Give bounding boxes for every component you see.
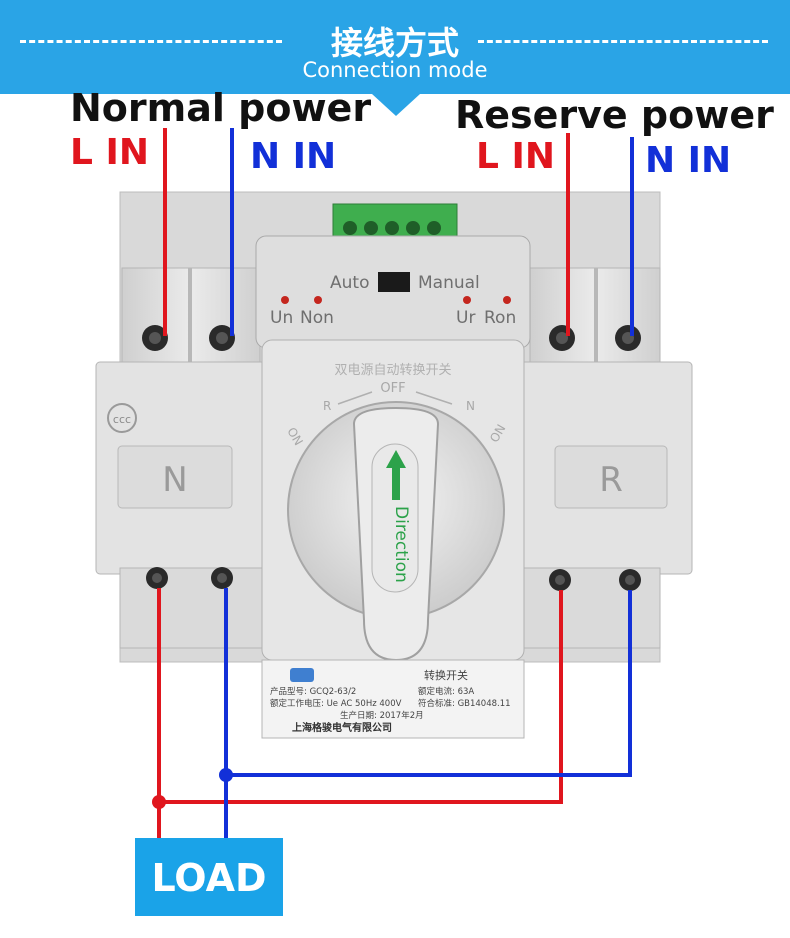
direction-arrow-icon — [386, 450, 406, 500]
screw-bottom-1 — [146, 567, 168, 589]
plate-maker: 上海格骏电气有限公司 — [292, 721, 392, 734]
arrow-left-icon — [337, 391, 373, 405]
junction-blue — [219, 768, 233, 782]
reserve-power-label: Reserve power — [455, 93, 774, 137]
plate-current: 额定电流: 63A — [418, 686, 474, 697]
r-badge-frame — [554, 445, 668, 509]
pos-r-label: R — [323, 399, 331, 413]
mode-manual-label: Manual — [418, 273, 480, 293]
led-ron — [503, 296, 511, 304]
header-banner: 接线方式 Connection mode — [0, 0, 790, 94]
pos-n-label: N — [466, 399, 475, 413]
mode-switch — [378, 272, 410, 292]
screw-top-4 — [615, 325, 641, 351]
ind-un-label: Un — [270, 308, 293, 328]
reserve-l-in-label: L IN — [476, 136, 555, 177]
pos-off-label: OFF — [380, 381, 405, 396]
output-l-reserve-wire — [159, 590, 563, 804]
plate-voltage: 额定工作电压: Ue AC 50Hz 400V — [270, 698, 402, 709]
mode-auto-label: Auto — [330, 273, 369, 293]
banner-pointer — [372, 94, 420, 116]
arrow-right-icon — [415, 391, 453, 405]
screw-bottom-2 — [211, 567, 233, 589]
banner-dash-right — [478, 40, 768, 43]
normal-l-in-label: L IN — [70, 132, 149, 173]
n-badge-frame — [117, 445, 233, 509]
junction-red — [152, 795, 166, 809]
ind-ur-label: Ur — [456, 308, 475, 328]
panel-cn-label: 双电源自动转换开关 — [334, 363, 451, 378]
led-non — [314, 296, 322, 304]
ind-non-label: Non — [300, 308, 334, 328]
output-n-reserve-wire — [226, 590, 632, 777]
header-title-cn: 接线方式 — [330, 24, 459, 62]
plate-date: 生产日期: 2017年2月 — [340, 710, 424, 721]
normal-power-label: Normal power — [70, 86, 372, 130]
badge-n-label: N — [162, 460, 187, 500]
load-box: LOAD — [135, 838, 283, 916]
badge-r-label: R — [599, 460, 623, 500]
load-label: LOAD — [151, 856, 267, 900]
green-terminal-screws — [343, 221, 441, 235]
screw-bottom-4 — [619, 569, 641, 591]
svg-text:ccc: ccc — [113, 413, 131, 426]
plate-model: 产品型号: GCQ2-63/2 — [270, 686, 356, 697]
handle-strip — [371, 443, 419, 593]
normal-n-in-label: N IN — [250, 136, 337, 177]
led-ur — [463, 296, 471, 304]
banner-dash-left — [20, 40, 282, 43]
cert-mark-icon — [107, 403, 137, 433]
nameplate-logo — [290, 668, 314, 682]
reserve-n-in-label: N IN — [645, 140, 732, 181]
screw-top-2 — [209, 325, 235, 351]
ind-ron-label: Ron — [484, 308, 516, 328]
led-un — [281, 296, 289, 304]
handle-direction-label: Direction — [391, 506, 411, 583]
plate-title: 转换开关 — [424, 668, 468, 682]
screw-top-1 — [142, 325, 168, 351]
screw-bottom-3 — [549, 569, 571, 591]
plate-standard: 符合标准: GB14048.11 — [418, 698, 511, 709]
header-title-en: Connection mode — [302, 58, 488, 82]
screw-top-3 — [549, 325, 575, 351]
